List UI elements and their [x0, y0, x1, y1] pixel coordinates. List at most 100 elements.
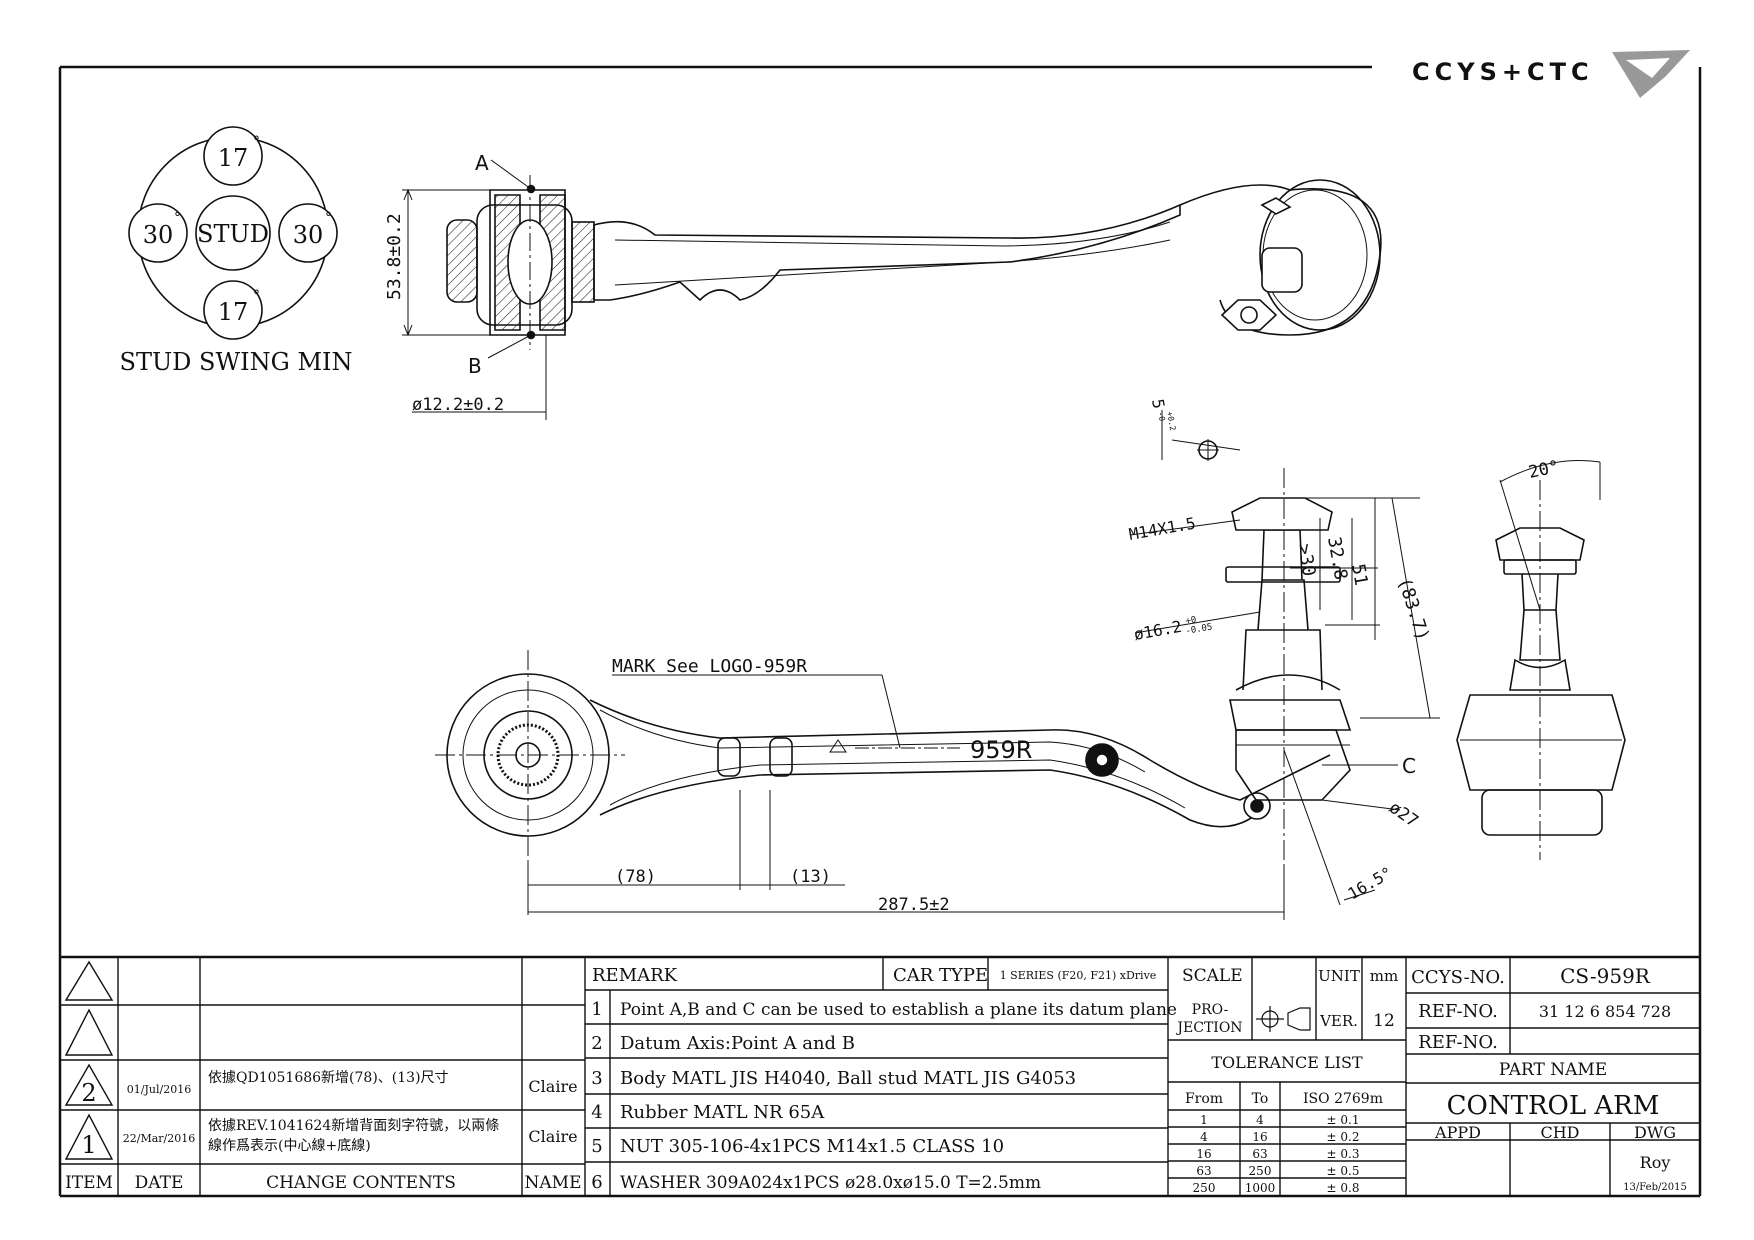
ccys-no-label: CCYS-NO.	[1411, 967, 1505, 988]
dim-dia-16-2-sub: -0.05	[1185, 622, 1213, 637]
side-view-control-arm	[435, 410, 1440, 920]
tol-row-2-to: 16	[1252, 1130, 1267, 1144]
rev-1-contents-line2: 線作爲表示(中心線+底線)	[208, 1138, 371, 1154]
drawer-name: Roy	[1640, 1153, 1671, 1172]
part-mark-959r: 959R	[970, 736, 1032, 764]
remark-4-text: Rubber MATL NR 65A	[620, 1102, 825, 1123]
ref-no-value-1: 31 12 6 854 728	[1539, 1002, 1671, 1021]
dim-m14: M14X1.5	[1127, 514, 1197, 544]
projection-label-2: JECTION	[1175, 1020, 1242, 1036]
stud-swing-diagram: 17 17 30 30 ° ° ° ° STUD STUD SWING MIN	[120, 126, 353, 376]
swing-top-degree: °	[253, 134, 260, 150]
rev-1-item: 1	[81, 1131, 96, 1159]
remark-header: REMARK	[592, 965, 678, 986]
point-b-label: B	[468, 354, 482, 378]
dim-13: (13)	[790, 867, 831, 887]
swing-bottom-degree: °	[253, 288, 260, 304]
remark-5-no: 5	[591, 1136, 602, 1157]
appd-label: APPD	[1434, 1123, 1481, 1142]
top-sectional-view	[402, 159, 1382, 420]
dim-78: (78)	[615, 867, 656, 887]
tol-row-4-from: 63	[1196, 1164, 1211, 1178]
tol-row-5-from: 250	[1193, 1181, 1216, 1195]
dwg-label: DWG	[1634, 1123, 1676, 1142]
dim-dia-16-2-sup: +0	[1185, 615, 1197, 627]
tol-row-5-tol: ± 0.8	[1327, 1181, 1360, 1195]
point-c-label: C	[1402, 754, 1416, 778]
rev-2-date: 01/Jul/2016	[127, 1083, 191, 1096]
tol-row-3-to: 63	[1252, 1147, 1267, 1161]
tol-header-iso: ISO 2769m	[1303, 1091, 1383, 1107]
swing-right-value: 30	[293, 221, 324, 249]
remark-6-no: 6	[591, 1172, 602, 1193]
ver-label: VER.	[1319, 1012, 1358, 1030]
car-type-label: CAR TYPE	[893, 965, 988, 986]
dim-angle-16-5: 16.5°	[1345, 863, 1396, 904]
remark-4-no: 4	[591, 1102, 602, 1123]
rev-header-date: DATE	[135, 1173, 184, 1193]
remark-3-no: 3	[591, 1068, 602, 1089]
remark-6-text: WASHER 309A024x1PCS ø28.0xø15.0 T=2.5mm	[620, 1173, 1041, 1193]
dim-angle-20: 20°	[1527, 457, 1561, 483]
company-logo: CCYS+CTC	[1412, 50, 1690, 98]
tol-row-1-to: 4	[1256, 1113, 1264, 1127]
ball-stud-view	[1456, 460, 1626, 860]
remark-2-no: 2	[591, 1033, 602, 1054]
scale-label: SCALE	[1182, 966, 1243, 986]
tol-row-2-from: 4	[1200, 1130, 1208, 1144]
dim-dia-12-2: ø12.2±0.2	[412, 395, 504, 415]
projection-symbol-icon	[1256, 1006, 1311, 1032]
chd-label: CHD	[1540, 1123, 1579, 1142]
swing-top-value: 17	[218, 144, 249, 172]
swing-left-degree: °	[174, 210, 181, 226]
tol-row-4-to: 250	[1249, 1164, 1272, 1178]
tol-row-5-to: 1000	[1245, 1181, 1276, 1195]
projection-label-1: PRO-	[1192, 1002, 1229, 1018]
dim-51: 51	[1347, 562, 1371, 587]
rev-header-item: ITEM	[65, 1173, 113, 1193]
part-name-label: PART NAME	[1499, 1060, 1607, 1080]
tol-row-3-from: 16	[1196, 1147, 1211, 1161]
rev-2-contents: 依據QD1051686新增(78)、(13)尺寸	[208, 1070, 449, 1086]
dim-gt-30: >30	[1293, 542, 1319, 578]
tolerance-title: TOLERANCE LIST	[1211, 1053, 1363, 1072]
ccys-no-value: CS-959R	[1560, 964, 1651, 988]
rev-1-contents-line1: 依據REV.1041624新增背面刻字符號，以兩條	[208, 1118, 499, 1134]
rev-2-item: 2	[81, 1079, 96, 1107]
remark-3-text: Body MATL JIS H4040, Ball stud MATL JIS …	[620, 1068, 1076, 1089]
tol-row-4-tol: ± 0.5	[1327, 1164, 1360, 1178]
ref-no-label-1: REF-NO.	[1418, 1001, 1498, 1022]
dim-height-53-8: 53.8±0.2	[384, 213, 405, 300]
drawing-frame	[58, 65, 1702, 1198]
tol-header-from: From	[1185, 1091, 1223, 1107]
remark-5-text: NUT 305-106-4x1PCS M14x1.5 CLASS 10	[620, 1136, 1004, 1157]
swing-left-value: 30	[143, 221, 174, 249]
tol-header-to: To	[1252, 1091, 1269, 1107]
logo-text: CCYS+CTC	[1412, 58, 1594, 86]
part-name-value: CONTROL ARM	[1447, 1091, 1660, 1121]
stud-swing-caption: STUD SWING MIN	[120, 348, 353, 376]
rev-header-name: NAME	[525, 1173, 582, 1193]
drawn-date: 13/Feb/2015	[1623, 1182, 1687, 1193]
rev-1-date: 22/Mar/2016	[123, 1132, 195, 1145]
tol-row-2-tol: ± 0.2	[1327, 1130, 1360, 1144]
dim-287-5: 287.5±2	[878, 895, 950, 915]
dim-dia-27: ø27	[1385, 798, 1422, 832]
ver-value: 12	[1373, 1011, 1395, 1031]
point-a-label: A	[475, 151, 489, 175]
remark-2-text: Datum Axis:Point A and B	[620, 1033, 855, 1054]
swing-right-degree: °	[325, 210, 332, 226]
unit-value: mm	[1370, 967, 1398, 985]
tol-row-1-tol: ± 0.1	[1327, 1113, 1360, 1127]
rev-1-name: Claire	[528, 1127, 577, 1146]
swing-center-label: STUD	[197, 220, 269, 248]
dim-83-7: (83.7)	[1393, 575, 1433, 643]
tol-row-1-from: 1	[1200, 1113, 1208, 1127]
ref-no-label-2: REF-NO.	[1418, 1032, 1498, 1053]
remark-1-no: 1	[591, 999, 602, 1020]
dim-32-8: 32.8	[1323, 535, 1351, 581]
tol-row-3-tol: ± 0.3	[1327, 1147, 1360, 1161]
swing-bottom-value: 17	[218, 298, 249, 326]
unit-label: UNIT	[1318, 967, 1360, 985]
title-block-grid	[60, 957, 1700, 1196]
